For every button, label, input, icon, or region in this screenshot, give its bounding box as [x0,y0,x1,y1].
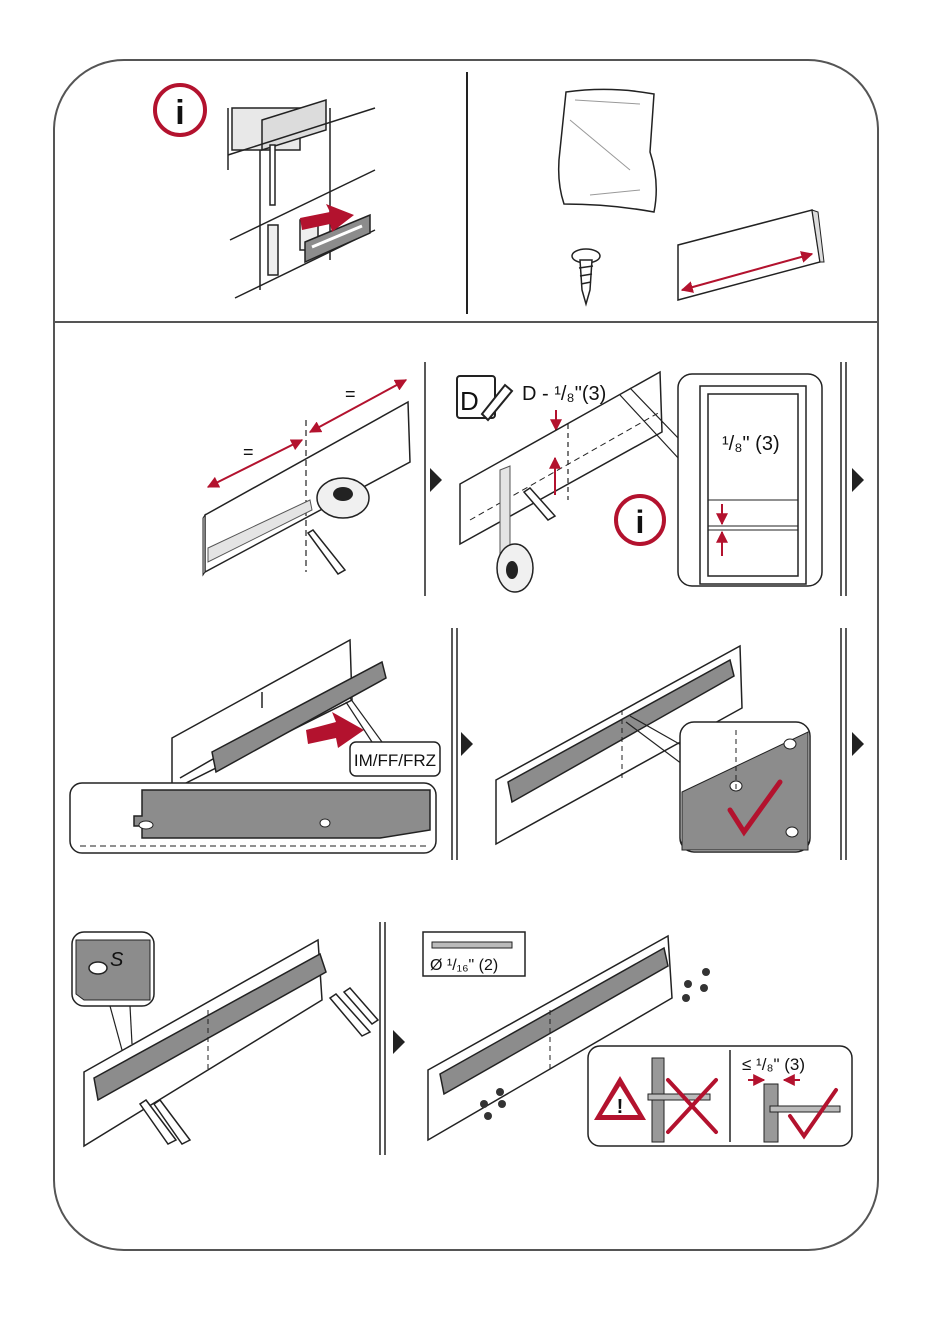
warning-detail-callout: ! ≤ ¹/₈" (3) [588,1046,852,1146]
filler-panel [678,210,824,300]
check-detail-callout [680,722,810,852]
equal-sign-right: = [345,384,356,404]
rail-detail-callout [70,783,436,853]
info-icon: i [616,496,664,544]
step2-panel: D D - ¹/₈"(3) i ¹/₈" (3) [457,372,822,592]
equal-sign-left: = [243,442,254,462]
marker-detail-callout: S [72,932,154,1006]
step4-panel [496,646,810,852]
info-icon-letter: i [636,504,645,540]
info-icon-letter: i [175,94,184,132]
parts-bag [559,89,657,212]
step-arrow-icon [852,732,864,756]
step-arrow-icon [393,1030,405,1054]
info-icon: i [155,85,205,135]
drill-bit-label: Ø ¹/₁₆" (2) [430,957,498,974]
drill-bit-icon [432,942,512,948]
tape-measure-icon [497,544,533,592]
model-label: IM/FF/FRZ [354,751,436,770]
detail-measure-label: ¹/₈" (3) [722,433,780,455]
tape-measure-icon [317,478,369,518]
cabinet-illustration [228,100,375,298]
step-arrow-icon [852,468,864,492]
drill-bit-label-box: Ø ¹/₁₆" (2) [423,932,525,976]
step6-panel: Ø ¹/₁₆" (2) ! ≤ ¹/₈" (3) [423,932,852,1146]
step-arrow-icon [430,468,442,492]
step-arrow-icon [461,732,473,756]
detail-callout: ¹/₈" (3) [678,374,822,586]
step1-panel: = = [203,380,410,575]
marker-letter: S [110,949,124,971]
step5-panel: S [72,932,378,1146]
step3-panel: IM/FF/FRZ [70,640,440,853]
notepad-letter: D [460,386,479,416]
pencil-icon [308,530,345,574]
gap-label: ≤ ¹/₈" (3) [742,1055,805,1074]
formula-label: D - ¹/₈"(3) [522,383,606,405]
warning-symbol: ! [617,1096,624,1118]
screw-icon [572,249,600,304]
